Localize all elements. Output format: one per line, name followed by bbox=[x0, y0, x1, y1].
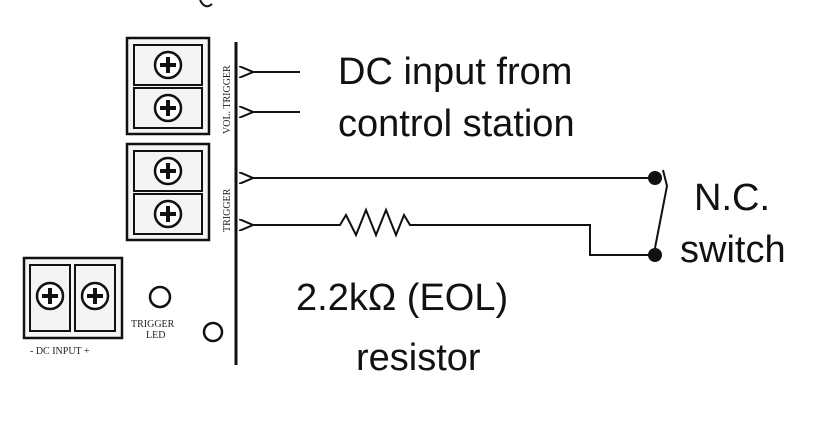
switch-label-line2: switch bbox=[680, 229, 786, 271]
vol-trigger-label: VOL. TRIGGER bbox=[222, 65, 233, 134]
trigger-terminal-block bbox=[125, 142, 211, 242]
screw-icon bbox=[80, 281, 110, 311]
trigger-led-label-line2: LED bbox=[146, 330, 165, 341]
screw-icon bbox=[35, 281, 65, 311]
trigger-led-label-line1: TRIGGER bbox=[131, 319, 175, 330]
mounting-hole bbox=[202, 321, 224, 343]
switch-contact-top bbox=[648, 171, 662, 185]
nc-switch-blade bbox=[654, 169, 669, 249]
screw-icon bbox=[153, 50, 183, 80]
vol-trigger-terminal-block bbox=[125, 36, 211, 136]
resistor-label-line1: 2.2kΩ (EOL) bbox=[296, 277, 508, 319]
trigger-led bbox=[148, 285, 172, 309]
resistor-label-line2: resistor bbox=[356, 337, 481, 379]
dc-input-caption-line2: control station bbox=[338, 103, 575, 145]
dc-input-terminal-block bbox=[22, 256, 124, 340]
screw-icon bbox=[153, 93, 183, 123]
dc-input-caption-line1: DC input from bbox=[338, 51, 572, 93]
trigger-label: TRIGGER bbox=[222, 188, 233, 232]
screw-icon bbox=[153, 156, 183, 186]
dc-input-label: - DC INPUT + bbox=[30, 346, 90, 357]
cropped-text-fragment bbox=[199, 0, 213, 8]
screw-icon bbox=[153, 199, 183, 229]
switch-label-line1: N.C. bbox=[694, 177, 770, 219]
trigger-wire-bottom bbox=[252, 207, 655, 256]
